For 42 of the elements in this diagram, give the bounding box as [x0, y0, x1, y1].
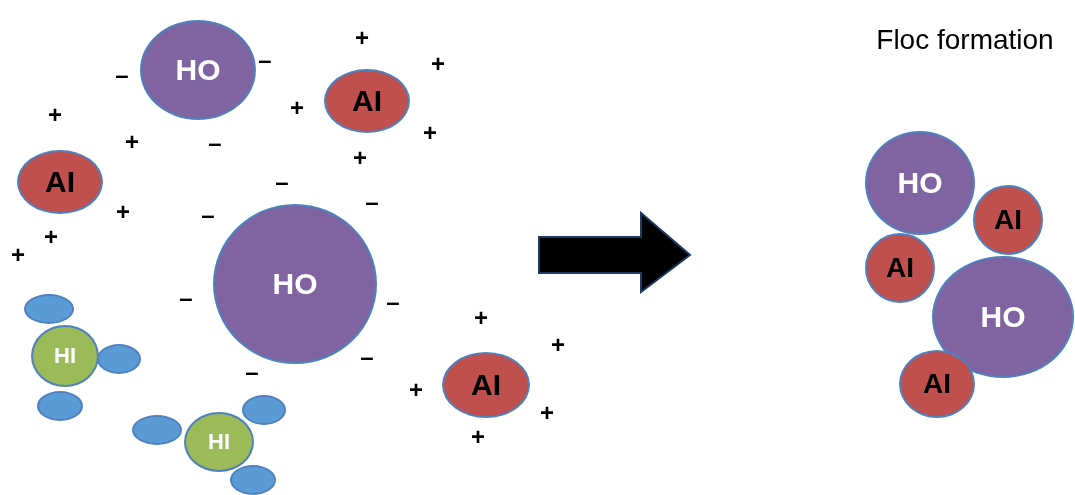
charge-sign: +	[540, 399, 554, 427]
particle: HO	[140, 20, 256, 120]
charge-sign: –	[115, 61, 129, 89]
particle	[37, 391, 83, 421]
charge-sign: –	[245, 358, 259, 386]
particle: AI	[442, 352, 530, 418]
particle	[132, 415, 182, 445]
particle	[242, 395, 286, 425]
charge-sign: –	[179, 284, 193, 312]
charge-sign: –	[360, 343, 374, 371]
particle: AI	[899, 350, 975, 418]
particle	[24, 294, 74, 324]
charge-sign: +	[551, 331, 565, 359]
charge-sign: +	[409, 376, 423, 404]
particle: AI	[324, 69, 410, 133]
particle	[97, 344, 141, 374]
particle	[230, 465, 276, 495]
charge-sign: +	[125, 128, 139, 156]
heading-text: Floc formation	[876, 24, 1054, 56]
charge-sign: –	[201, 201, 215, 229]
charge-sign: +	[474, 304, 488, 332]
charge-sign: +	[290, 94, 304, 122]
charge-sign: +	[353, 144, 367, 172]
charge-sign: –	[208, 129, 222, 157]
particle: AI	[17, 150, 103, 214]
charge-sign: +	[355, 24, 369, 52]
charge-sign: +	[423, 119, 437, 147]
particle: AI	[865, 233, 935, 303]
charge-sign: +	[11, 241, 25, 269]
charge-sign: +	[44, 223, 58, 251]
charge-sign: +	[471, 423, 485, 451]
charge-sign: –	[386, 288, 400, 316]
charge-sign: –	[258, 46, 272, 74]
charge-sign: +	[116, 198, 130, 226]
particle: HI	[184, 412, 254, 472]
charge-sign: –	[365, 188, 379, 216]
charge-sign: –	[275, 168, 289, 196]
particle: AI	[973, 185, 1043, 255]
charge-sign: +	[431, 50, 445, 78]
charge-sign: +	[48, 101, 62, 129]
particle: HO	[865, 131, 975, 235]
particle: HI	[31, 325, 99, 387]
